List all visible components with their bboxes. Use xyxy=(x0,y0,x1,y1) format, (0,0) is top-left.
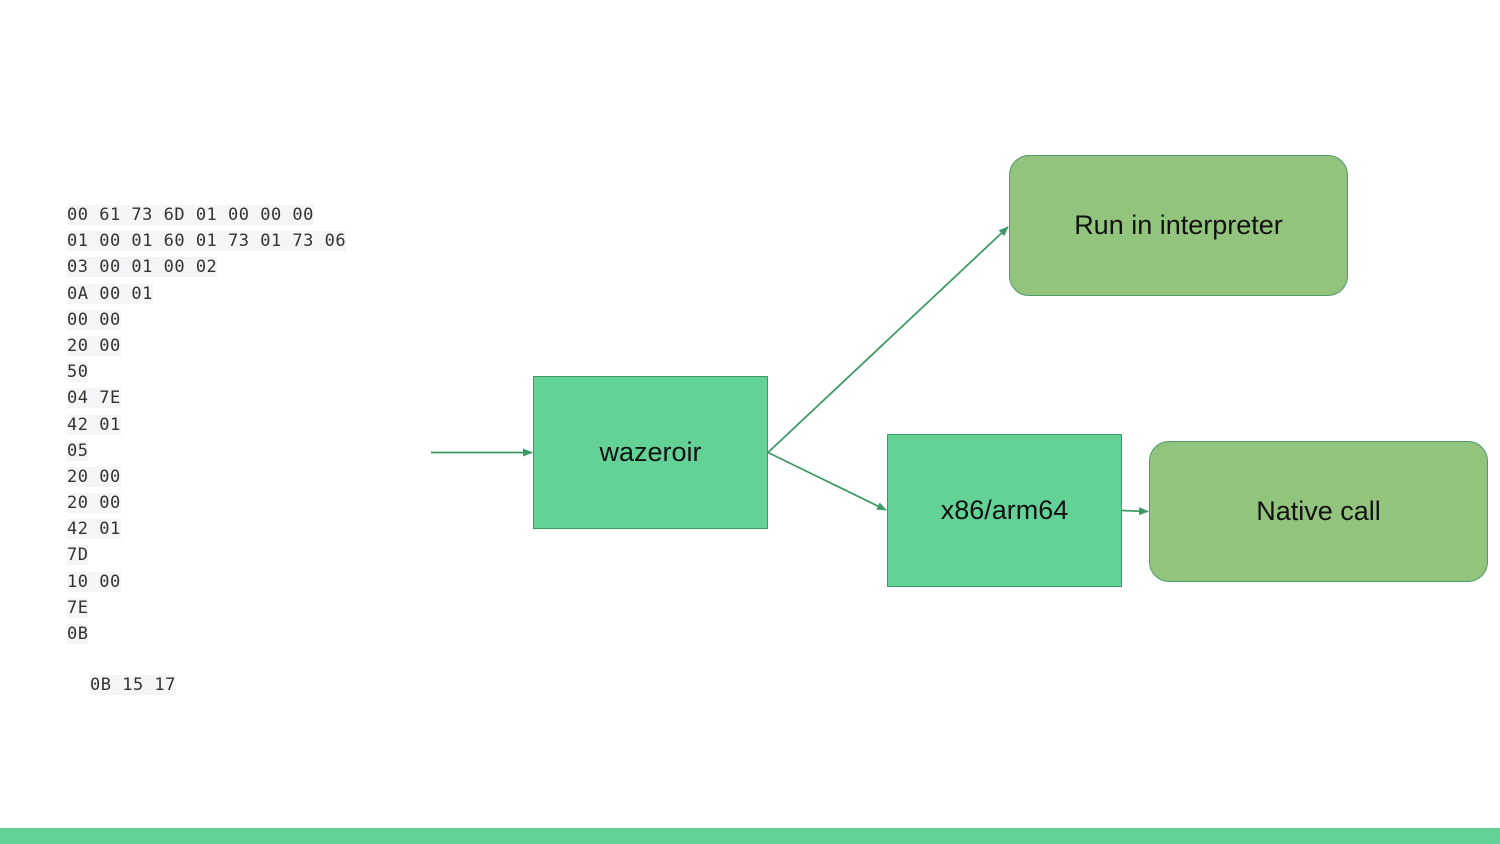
native-call-label: Native call xyxy=(1256,496,1381,526)
footer-accent-bar xyxy=(0,828,1500,844)
native-code-label: x86/arm64 xyxy=(940,495,1069,525)
native-call-node: Native call xyxy=(1149,441,1488,582)
hex-line: 04 7E xyxy=(67,388,121,409)
hex-line: 0B xyxy=(67,624,89,644)
wazeroir-node: wazeroir xyxy=(533,376,768,529)
interpreter-label: Run in interpreter xyxy=(1074,210,1283,240)
hex-line: 20 00 xyxy=(67,493,121,514)
hex-line: 7E xyxy=(67,597,89,618)
hex-line: 0A 00 01 xyxy=(67,283,153,304)
hex-line: 00 00 xyxy=(67,309,121,330)
hex-line: 42 01 xyxy=(67,519,121,540)
wasm-hex-dump: 00 61 73 6D 01 00 00 00 01 00 01 60 01 7… xyxy=(67,202,347,647)
hex-tail-line: 0B 15 17 xyxy=(90,675,176,695)
hex-line: 20 00 xyxy=(67,335,121,356)
native-code-node: x86/arm64 xyxy=(887,434,1122,587)
interpreter-node: Run in interpreter xyxy=(1009,155,1348,296)
hex-line: 7D xyxy=(67,545,89,566)
hex-line: 01 00 01 60 01 73 01 73 06 xyxy=(67,231,347,252)
arrow-wazeroir-to-native-code xyxy=(767,451,887,511)
arrow-wazeroir-to-interpreter xyxy=(767,226,1009,454)
arrow-native-code-to-native-call xyxy=(1121,507,1149,516)
hex-line: 20 00 xyxy=(67,466,121,487)
wazeroir-label: wazeroir xyxy=(599,437,702,467)
hex-line: 05 xyxy=(67,440,89,461)
hex-line: 00 61 73 6D 01 00 00 00 xyxy=(67,205,314,225)
hex-line: 42 01 xyxy=(67,414,121,435)
hex-line: 03 00 01 00 02 xyxy=(67,257,218,278)
hex-line: 10 00 xyxy=(67,571,121,592)
hex-line: 50 xyxy=(67,362,89,383)
